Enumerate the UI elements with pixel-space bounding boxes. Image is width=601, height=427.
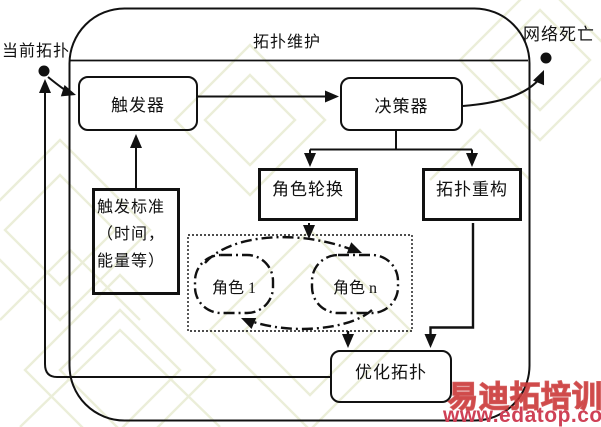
pattern-diamond xyxy=(208,228,412,427)
current-topology-label: 当前拓扑 xyxy=(2,43,71,60)
decider-in-arrowhead xyxy=(325,90,339,103)
pattern-chevron xyxy=(19,328,221,427)
decision-maker-box: 决策器 xyxy=(340,77,463,131)
pattern-diamond xyxy=(23,273,217,427)
decision-maker-label: 决策器 xyxy=(374,96,429,116)
role-rotation-label: 角色轮换 xyxy=(272,180,344,199)
pattern-chevron xyxy=(429,128,531,181)
role-cycle-arc-top xyxy=(204,235,359,264)
optimized-topology-label: 优化拓扑 xyxy=(355,363,427,382)
role-n-label: 角色 n xyxy=(332,280,377,297)
optimized-in-arrowhead-right xyxy=(424,334,437,348)
reconstruction-to-optimized-line xyxy=(429,223,475,339)
site-watermark-brand: 易迪拓培训 xyxy=(447,380,601,414)
pattern-diamond xyxy=(488,8,592,112)
topology-reconstruction-label: 拓扑重构 xyxy=(436,180,508,199)
trigger-criteria-line1: 触发标准 xyxy=(97,199,166,216)
role-1-blob xyxy=(193,253,275,315)
trigger-criteria-line3: 能量等） xyxy=(97,253,166,270)
current-topology-in-arrowhead xyxy=(39,79,51,93)
topology-reconstruction-box: 拓扑重构 xyxy=(422,168,522,221)
trigger-label: 触发器 xyxy=(111,96,165,115)
network-death-node-dot xyxy=(540,52,552,64)
current-topology-node-dot xyxy=(38,65,50,77)
optimized-in-arrowhead-left xyxy=(342,334,354,348)
pattern-diamond xyxy=(0,138,152,322)
role-rotation-in-arrowhead xyxy=(304,153,316,167)
pattern-diamond xyxy=(203,73,297,167)
role-1-label: 角色 1 xyxy=(211,280,256,297)
optimized-feedback-line xyxy=(44,88,330,378)
site-watermark-url: www.edatop.com xyxy=(443,404,601,427)
trigger-box: 触发器 xyxy=(78,76,198,131)
role-rotation-box: 角色轮换 xyxy=(258,168,358,221)
pattern-diamond xyxy=(173,43,327,197)
role-region-dotted-border xyxy=(187,234,413,332)
pattern-diamond xyxy=(458,0,601,142)
pattern-diamond xyxy=(58,308,182,427)
trigger-bottom-arrowhead xyxy=(130,134,142,148)
trigger-criteria-box: 触发标准 （时间， 能量等） xyxy=(92,188,180,295)
optimized-topology-box: 优化拓扑 xyxy=(330,350,452,403)
pattern-diamond xyxy=(243,263,377,397)
network-death-label: 网络死亡 xyxy=(523,25,595,44)
roles-in-arrowhead xyxy=(303,225,315,239)
role-cycle-arc-bottom xyxy=(244,309,373,331)
container-title: 拓扑维护 xyxy=(252,34,321,51)
topology-maintenance-border xyxy=(68,7,531,422)
role-n-blob xyxy=(310,253,400,315)
reconstruction-in-arrowhead xyxy=(466,153,478,167)
role-cycle-arrowhead-bottom xyxy=(238,312,257,329)
pattern-diamond xyxy=(3,173,117,287)
decider-fanout-lines xyxy=(309,131,473,158)
trigger-criteria-line2: （时间， xyxy=(97,226,166,243)
